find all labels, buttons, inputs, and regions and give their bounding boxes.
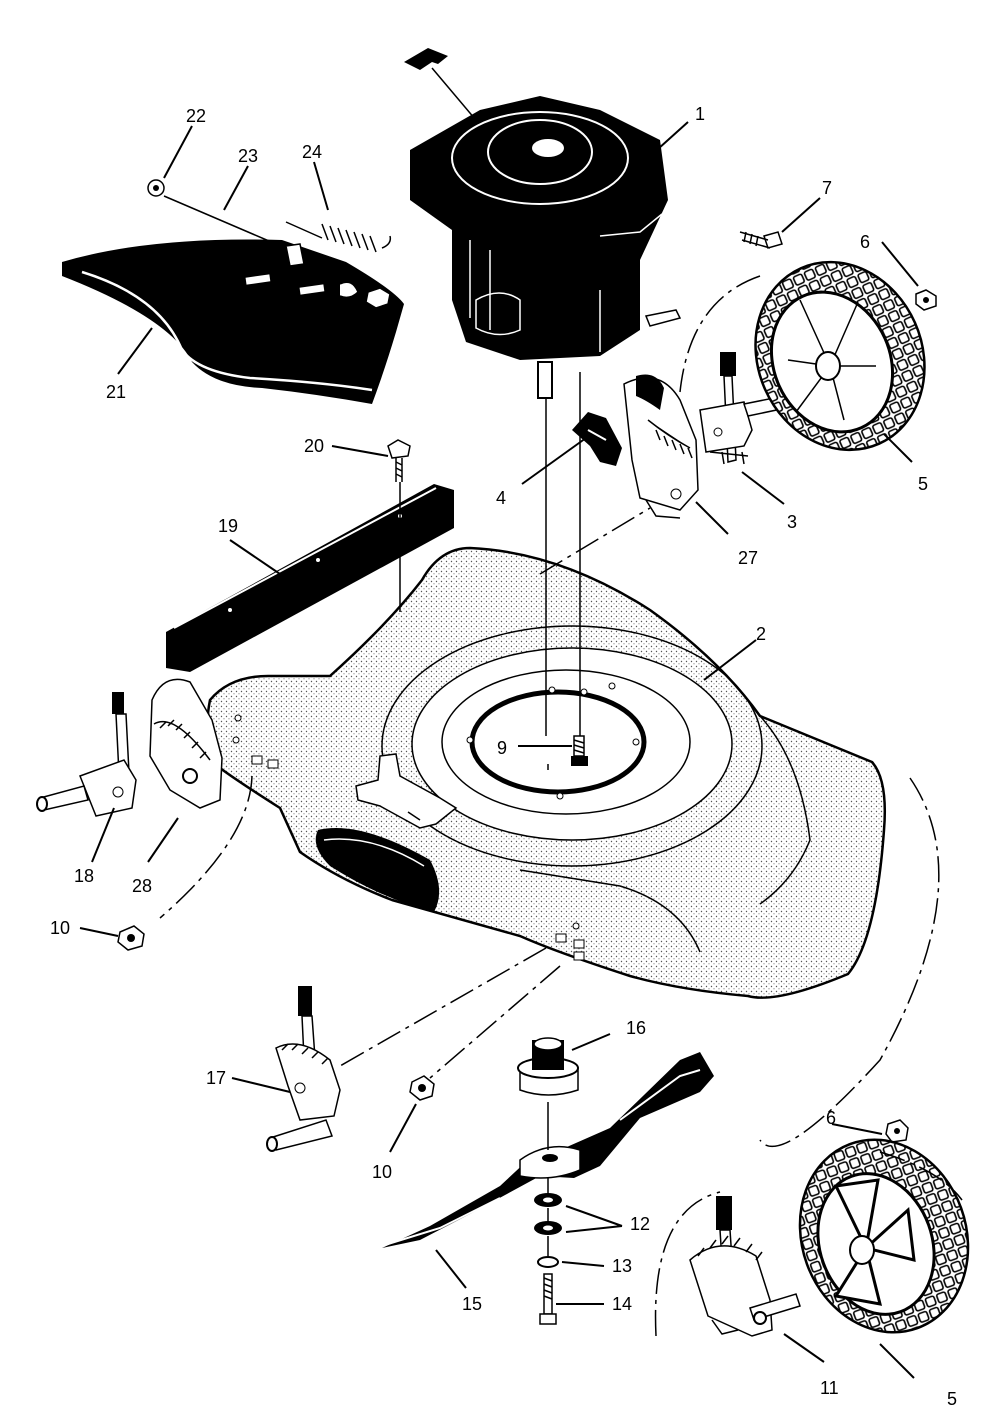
axle-bracket-17 xyxy=(266,986,341,1152)
callout-11: 11 xyxy=(820,1378,839,1398)
callout-7: 7 xyxy=(822,178,832,198)
leader-lines xyxy=(79,121,919,1379)
callout-15: 15 xyxy=(462,1294,482,1314)
callout-12: 12 xyxy=(630,1214,650,1234)
hinge-nut xyxy=(365,287,391,309)
alignment-lines xyxy=(159,275,963,1337)
callout-5-top: 5 xyxy=(918,474,928,494)
rear-baffle xyxy=(166,484,454,672)
wheel-bracket-3 xyxy=(699,352,787,465)
callout-27: 27 xyxy=(738,548,758,568)
callout-2: 2 xyxy=(756,624,766,644)
callout-18: 18 xyxy=(74,866,94,886)
callout-17: 17 xyxy=(206,1068,226,1088)
callout-13: 13 xyxy=(612,1256,632,1276)
washers-12 xyxy=(534,1193,562,1235)
wheel-top xyxy=(754,260,926,452)
callout-6-bottom: 6 xyxy=(826,1108,836,1128)
deck-bracket xyxy=(355,753,458,829)
callout-10-left: 10 xyxy=(50,918,70,938)
mower-blade xyxy=(382,1052,714,1248)
height-lever-4 xyxy=(572,412,622,466)
bolt-7 xyxy=(739,231,783,249)
blade-adapter xyxy=(517,1037,579,1096)
mower-deck xyxy=(206,546,887,999)
rear-deflector xyxy=(62,239,404,404)
callout-14: 14 xyxy=(612,1294,632,1314)
callout-4: 4 xyxy=(496,488,506,508)
callout-6-top: 6 xyxy=(860,232,870,252)
crankshaft xyxy=(537,361,553,399)
callout-3: 3 xyxy=(787,512,797,532)
height-adjuster-28 xyxy=(149,678,223,809)
callout-16: 16 xyxy=(626,1018,646,1038)
hex-nut-6-top xyxy=(915,289,937,311)
deck-handle-grip xyxy=(315,828,440,912)
starter-rope-handle xyxy=(404,48,448,70)
hex-nut-10-center xyxy=(409,1075,435,1101)
callout-24: 24 xyxy=(302,142,322,162)
height-adjuster-27 xyxy=(623,374,699,519)
bolt-20 xyxy=(387,439,411,482)
callout-10-center: 10 xyxy=(372,1162,392,1182)
hex-nut-6-bottom xyxy=(885,1119,909,1143)
callout-20: 20 xyxy=(304,436,324,456)
torsion-spring xyxy=(285,221,392,253)
lock-washer-13 xyxy=(537,1256,559,1268)
callout-labels: 1 2 3 4 5 5 6 6 7 9 10 10 11 12 13 14 15… xyxy=(50,104,957,1406)
height-adjuster-11 xyxy=(689,1196,801,1337)
callout-22: 22 xyxy=(186,106,206,126)
callout-9: 9 xyxy=(497,738,507,758)
callout-1: 1 xyxy=(695,104,705,124)
callout-5-bottom: 5 xyxy=(947,1389,957,1406)
blade-bolt-14 xyxy=(539,1273,557,1325)
callout-23: 23 xyxy=(238,146,258,166)
hex-nut-10-left xyxy=(117,925,145,951)
wheel-bottom xyxy=(798,1138,970,1334)
engine xyxy=(404,48,682,399)
callout-21: 21 xyxy=(106,382,126,402)
axle-bracket-18 xyxy=(36,692,137,817)
callout-19: 19 xyxy=(218,516,238,536)
hinge-rod xyxy=(147,179,277,245)
callout-28: 28 xyxy=(132,876,152,896)
